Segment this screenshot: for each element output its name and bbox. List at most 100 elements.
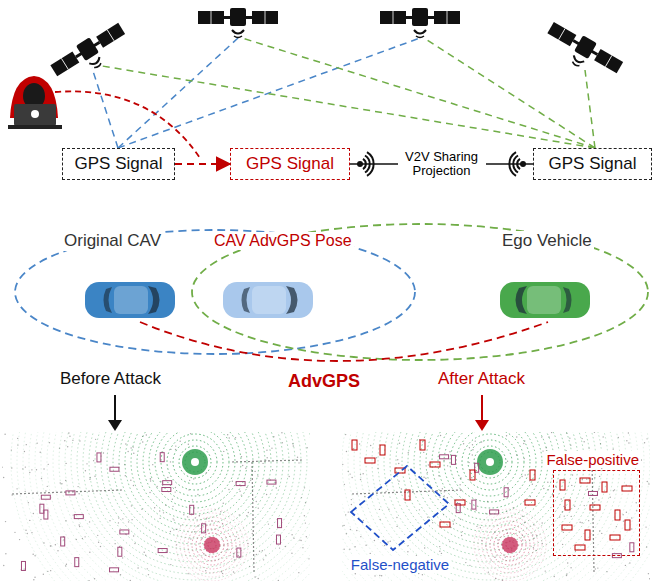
hacker-icon xyxy=(14,104,56,126)
lidar-scan xyxy=(472,449,473,450)
lidar-scan xyxy=(365,458,375,463)
lidar-scan xyxy=(522,516,523,517)
lidar-scan xyxy=(408,432,572,544)
lidar-scan xyxy=(459,484,460,485)
lidar-scan xyxy=(472,454,473,455)
lidar-scan xyxy=(130,447,131,448)
lidar-scan xyxy=(89,552,90,553)
lidar-scan xyxy=(300,540,301,541)
lidar-scan xyxy=(53,432,310,581)
lidar-scan xyxy=(266,494,267,495)
lidar-scan xyxy=(474,446,506,478)
lidar-scan xyxy=(239,491,240,492)
lidar-scan xyxy=(506,435,507,436)
lidar-scan xyxy=(396,526,397,527)
lidar-scan xyxy=(33,579,34,580)
lidar-scan xyxy=(622,486,632,491)
lidar-scan xyxy=(440,435,441,436)
lidar-scan xyxy=(543,488,544,489)
box-label: GPS Signal xyxy=(549,154,637,174)
detection-region: False-negative xyxy=(345,460,455,555)
lidar-scan xyxy=(471,477,472,478)
lidar-scan xyxy=(565,500,570,510)
lidar-scan xyxy=(110,568,119,572)
lidar-scan xyxy=(351,499,352,500)
lidar-scan xyxy=(352,440,357,450)
lidar-scan xyxy=(43,468,44,469)
lidar-scan xyxy=(187,516,188,517)
lidar-scan xyxy=(462,434,518,490)
vehicle-label: Original CAV xyxy=(62,231,163,251)
connector-label: V2V Sharing Projection xyxy=(398,149,486,180)
lidar-scan xyxy=(351,477,352,478)
lidar-scan xyxy=(504,488,508,497)
lidar-scan xyxy=(298,462,299,463)
lidar-scan xyxy=(152,464,153,465)
range-ellipse xyxy=(15,230,415,354)
lidar-scan xyxy=(189,480,190,481)
lidar-scan xyxy=(201,538,202,539)
lidar-scan xyxy=(161,555,162,556)
lidar-scan xyxy=(480,527,481,528)
lidar-scan xyxy=(647,481,648,482)
lidar-scan xyxy=(450,432,530,502)
lidar-scan xyxy=(137,567,138,568)
lidar-scan xyxy=(173,519,174,520)
lidar-scan xyxy=(24,491,25,492)
wireless-symbol xyxy=(367,152,374,176)
lidar-scan xyxy=(61,483,62,484)
lidar-scan xyxy=(427,517,428,518)
region-outline xyxy=(351,466,449,550)
lidar-scan xyxy=(155,541,156,542)
lidar-scan xyxy=(236,482,245,486)
lidar-scan xyxy=(571,516,572,517)
lidar-scan xyxy=(502,537,518,553)
lidar-scan xyxy=(97,453,101,462)
lidar-scan xyxy=(40,452,41,453)
lidar-scan xyxy=(271,447,272,448)
lidar-scan xyxy=(183,514,184,515)
lidar-scan xyxy=(360,479,361,480)
lidar-scan xyxy=(174,491,175,492)
lidar-scan xyxy=(159,510,160,511)
lidar-scan xyxy=(170,531,171,532)
lidar-scan xyxy=(379,575,380,576)
lidar-scan xyxy=(17,438,18,439)
lidar-scan xyxy=(41,495,50,499)
lidar-scan xyxy=(93,460,94,461)
lidar-scan xyxy=(192,525,232,565)
lidar-scan xyxy=(460,519,461,520)
lidar-scan xyxy=(444,432,536,508)
lidar-scan xyxy=(150,480,151,481)
lidar-scan xyxy=(119,432,271,538)
lidar-scan xyxy=(220,511,221,512)
lidar-scan xyxy=(142,441,143,442)
lidar-scan xyxy=(130,480,131,481)
lidar-scan xyxy=(65,463,66,464)
lidar-scan xyxy=(572,474,573,475)
wireless-symbol xyxy=(513,156,518,173)
lidar-scan xyxy=(648,483,649,484)
lidar-scan xyxy=(490,525,530,565)
lidar-scan xyxy=(342,432,644,581)
lidar-scan xyxy=(595,568,596,569)
lidar-scan xyxy=(420,432,560,532)
lidar-scan xyxy=(147,568,148,569)
lidar-scan xyxy=(465,562,466,563)
lidar-scan xyxy=(530,470,535,480)
lidar-scan xyxy=(89,521,90,522)
lidar-scan xyxy=(563,506,564,507)
lidar-scan xyxy=(3,565,4,566)
lidar-scan xyxy=(342,432,650,581)
lidar-scan xyxy=(554,576,555,577)
lidar-scan xyxy=(31,469,32,470)
lidar-scan xyxy=(242,465,243,466)
lidar-scan xyxy=(525,474,526,475)
lidar-scan xyxy=(66,564,67,565)
lidar-scan xyxy=(449,541,450,542)
lidar-scan xyxy=(27,533,28,534)
lidar-scan xyxy=(204,537,220,553)
lidar-scan xyxy=(523,443,524,444)
lidar-scan xyxy=(345,434,346,435)
region-label: False-positive xyxy=(544,451,641,468)
